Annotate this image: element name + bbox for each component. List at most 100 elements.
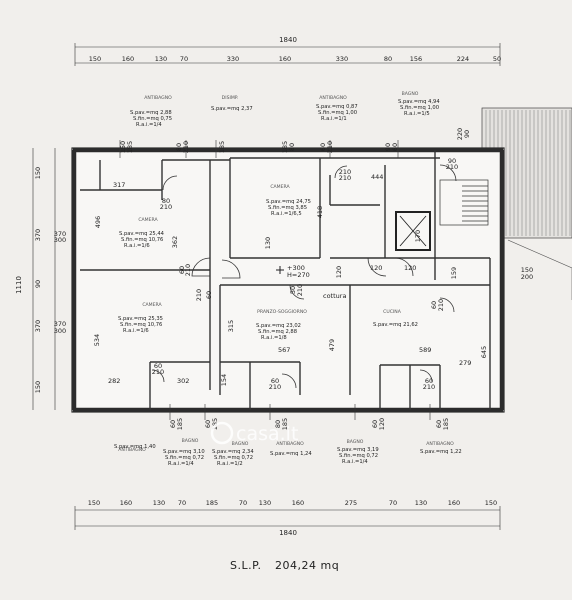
room-text: S.fin.=mq 1,00 bbox=[318, 110, 357, 116]
room-text: S.fin.=mq 2,88 bbox=[258, 329, 297, 335]
dim-label: 130 bbox=[155, 55, 167, 63]
dim-label: 160 bbox=[279, 55, 291, 63]
room-text: R.a.i.=1/4 bbox=[136, 122, 162, 128]
room-text: S.fin.=mq 0,72 bbox=[214, 455, 253, 461]
room-text: R.a.i.=1/2 bbox=[217, 461, 243, 467]
room-text: S.pav.=mq 2,37 bbox=[211, 106, 253, 112]
dim-label: 370 bbox=[54, 320, 66, 328]
left-dimensions bbox=[32, 148, 56, 410]
dim-label: 302 bbox=[177, 377, 189, 385]
watermark: casa.it bbox=[210, 421, 298, 445]
dim-label: 185 bbox=[206, 499, 218, 507]
door-dims: 80 210 60 210 210 60 50 210 60 210 210 2… bbox=[152, 157, 458, 391]
room-text: R.a.i.=1/6 bbox=[123, 328, 149, 334]
slp-label: S.L.P. bbox=[230, 559, 262, 572]
dim-label: 70 bbox=[239, 499, 247, 507]
dim-label: 210 bbox=[269, 383, 281, 391]
room-name-faint: BAGNO bbox=[347, 439, 364, 445]
dim-label: 418 bbox=[316, 206, 324, 218]
dim-label: 60 bbox=[391, 143, 399, 151]
room-labels: CAMERA S.pav.=mq 25,44 S.fin.=mq 10,76 R… bbox=[118, 184, 418, 341]
room-name-faint: BAGNO bbox=[182, 438, 199, 444]
dim-label: 150 bbox=[34, 381, 42, 393]
dim-label: 160 bbox=[122, 55, 134, 63]
room-text: R.a.i.=1/4 bbox=[168, 461, 194, 467]
dim-label: 300 bbox=[54, 236, 66, 244]
dim-label: 90 bbox=[463, 130, 471, 138]
room-name-faint: CAMERA bbox=[270, 184, 290, 190]
dim-label: 534 bbox=[93, 334, 101, 346]
dim-label: 210 bbox=[195, 289, 203, 301]
wall-thickness bbox=[71, 147, 505, 413]
watermark-text: casa.it bbox=[236, 423, 298, 445]
dim-label: 80 bbox=[162, 197, 170, 205]
room-text: S.pav.=mq 2,34 bbox=[212, 449, 254, 455]
dim-label: 496 bbox=[94, 216, 102, 228]
dim-label: 120 bbox=[335, 266, 343, 278]
room-name-faint: ANTIBAGNO bbox=[319, 95, 347, 101]
top-segment-dims: 150 160 130 70 330 160 330 80 156 224 50 bbox=[89, 55, 501, 63]
dim-label: 150 bbox=[521, 266, 533, 274]
dim-label: 567 bbox=[278, 346, 290, 354]
room-name-faint: DISIMP. bbox=[222, 95, 239, 101]
dim-label: 282 bbox=[108, 377, 120, 385]
dim-label: 50 bbox=[289, 286, 297, 294]
dim-label: 185 bbox=[218, 141, 226, 153]
interior-walls bbox=[80, 150, 491, 410]
dim-label: 224 bbox=[457, 55, 469, 63]
dim-label: 479 bbox=[328, 339, 336, 351]
dim-label: 60 bbox=[271, 377, 279, 385]
dim-label: 90 bbox=[448, 157, 456, 165]
slp-value: 204,24 mq bbox=[275, 559, 339, 572]
top-room-labels: ANTIBAGNO S.pav.=mq 2,88 S.fin.=mq 0,75 … bbox=[130, 91, 440, 128]
room-text: S.pav.=mq 3,10 bbox=[163, 449, 205, 455]
room-text: S.fin.=mq 3,85 bbox=[268, 205, 307, 211]
watermark-logo-icon bbox=[210, 421, 234, 445]
room-text: R.a.i.=1/6,5 bbox=[271, 211, 302, 217]
dim-label: 330 bbox=[227, 55, 239, 63]
dim-label: 150 bbox=[34, 167, 42, 179]
bottom-segment-dims: 150 160 130 70 185 70 130 160 275 70 130… bbox=[88, 499, 497, 507]
dim-label: 444 bbox=[371, 173, 383, 181]
level-marker-icon bbox=[276, 266, 284, 274]
dim-label: 60 bbox=[425, 377, 433, 385]
dim-label: 90 bbox=[34, 280, 42, 288]
top-window-dims: 150 185 80 210 185 185 80 60 210 90 60 2… bbox=[119, 128, 471, 153]
dim-label: 210 bbox=[339, 168, 351, 176]
dim-label: 210 bbox=[339, 174, 351, 182]
height-note: +300 bbox=[287, 264, 305, 272]
dim-label: 160 bbox=[120, 499, 132, 507]
room-text: R.a.i.=1/8 bbox=[261, 335, 287, 341]
room-name-faint: ANTIBAGNO bbox=[144, 95, 172, 101]
dim-label: 70 bbox=[180, 55, 188, 63]
top-total-dim: 1840 bbox=[279, 36, 297, 44]
dim-label: 150 bbox=[119, 141, 127, 153]
dim-label: 210 bbox=[152, 368, 164, 376]
dim-label: 130 bbox=[259, 499, 271, 507]
dim-label: 60 bbox=[430, 301, 438, 309]
room-text: S.pav.=mq 23,02 bbox=[256, 323, 301, 329]
bottom-total-dim: 1840 bbox=[279, 529, 297, 537]
dim-label: 185 bbox=[176, 418, 184, 430]
dim-label: 150 bbox=[88, 499, 100, 507]
dim-label: 210 bbox=[182, 141, 190, 153]
room-text: S.pav.=mq 0,87 bbox=[316, 104, 358, 110]
dim-label: 210 bbox=[184, 264, 192, 276]
room-text: S.pav.=mq 25,35 bbox=[118, 316, 163, 322]
dim-label: 210 bbox=[160, 203, 172, 211]
dim-label: 160 bbox=[448, 499, 460, 507]
dim-label: 185 bbox=[211, 418, 219, 430]
dim-label: 210 bbox=[437, 299, 445, 311]
dim-label: 220 bbox=[456, 128, 464, 140]
room-text: R.a.i.=1/6 bbox=[124, 243, 150, 249]
dim-label: 130 bbox=[415, 499, 427, 507]
dim-label: 170 bbox=[414, 230, 422, 242]
dim-label: 60 bbox=[319, 143, 327, 151]
height-note: H=270 bbox=[287, 271, 310, 279]
room-text: S.pav.=mq 2,88 bbox=[130, 110, 172, 116]
dim-label: 315 bbox=[227, 320, 235, 332]
room-name-faint: ANTIBAGNO bbox=[276, 441, 304, 447]
dim-label: 200 bbox=[521, 273, 533, 281]
bottom-room-labels: ANTIBAGNO S.pav.=mq 1,40 BAGNO S.pav.=mq… bbox=[114, 438, 462, 467]
